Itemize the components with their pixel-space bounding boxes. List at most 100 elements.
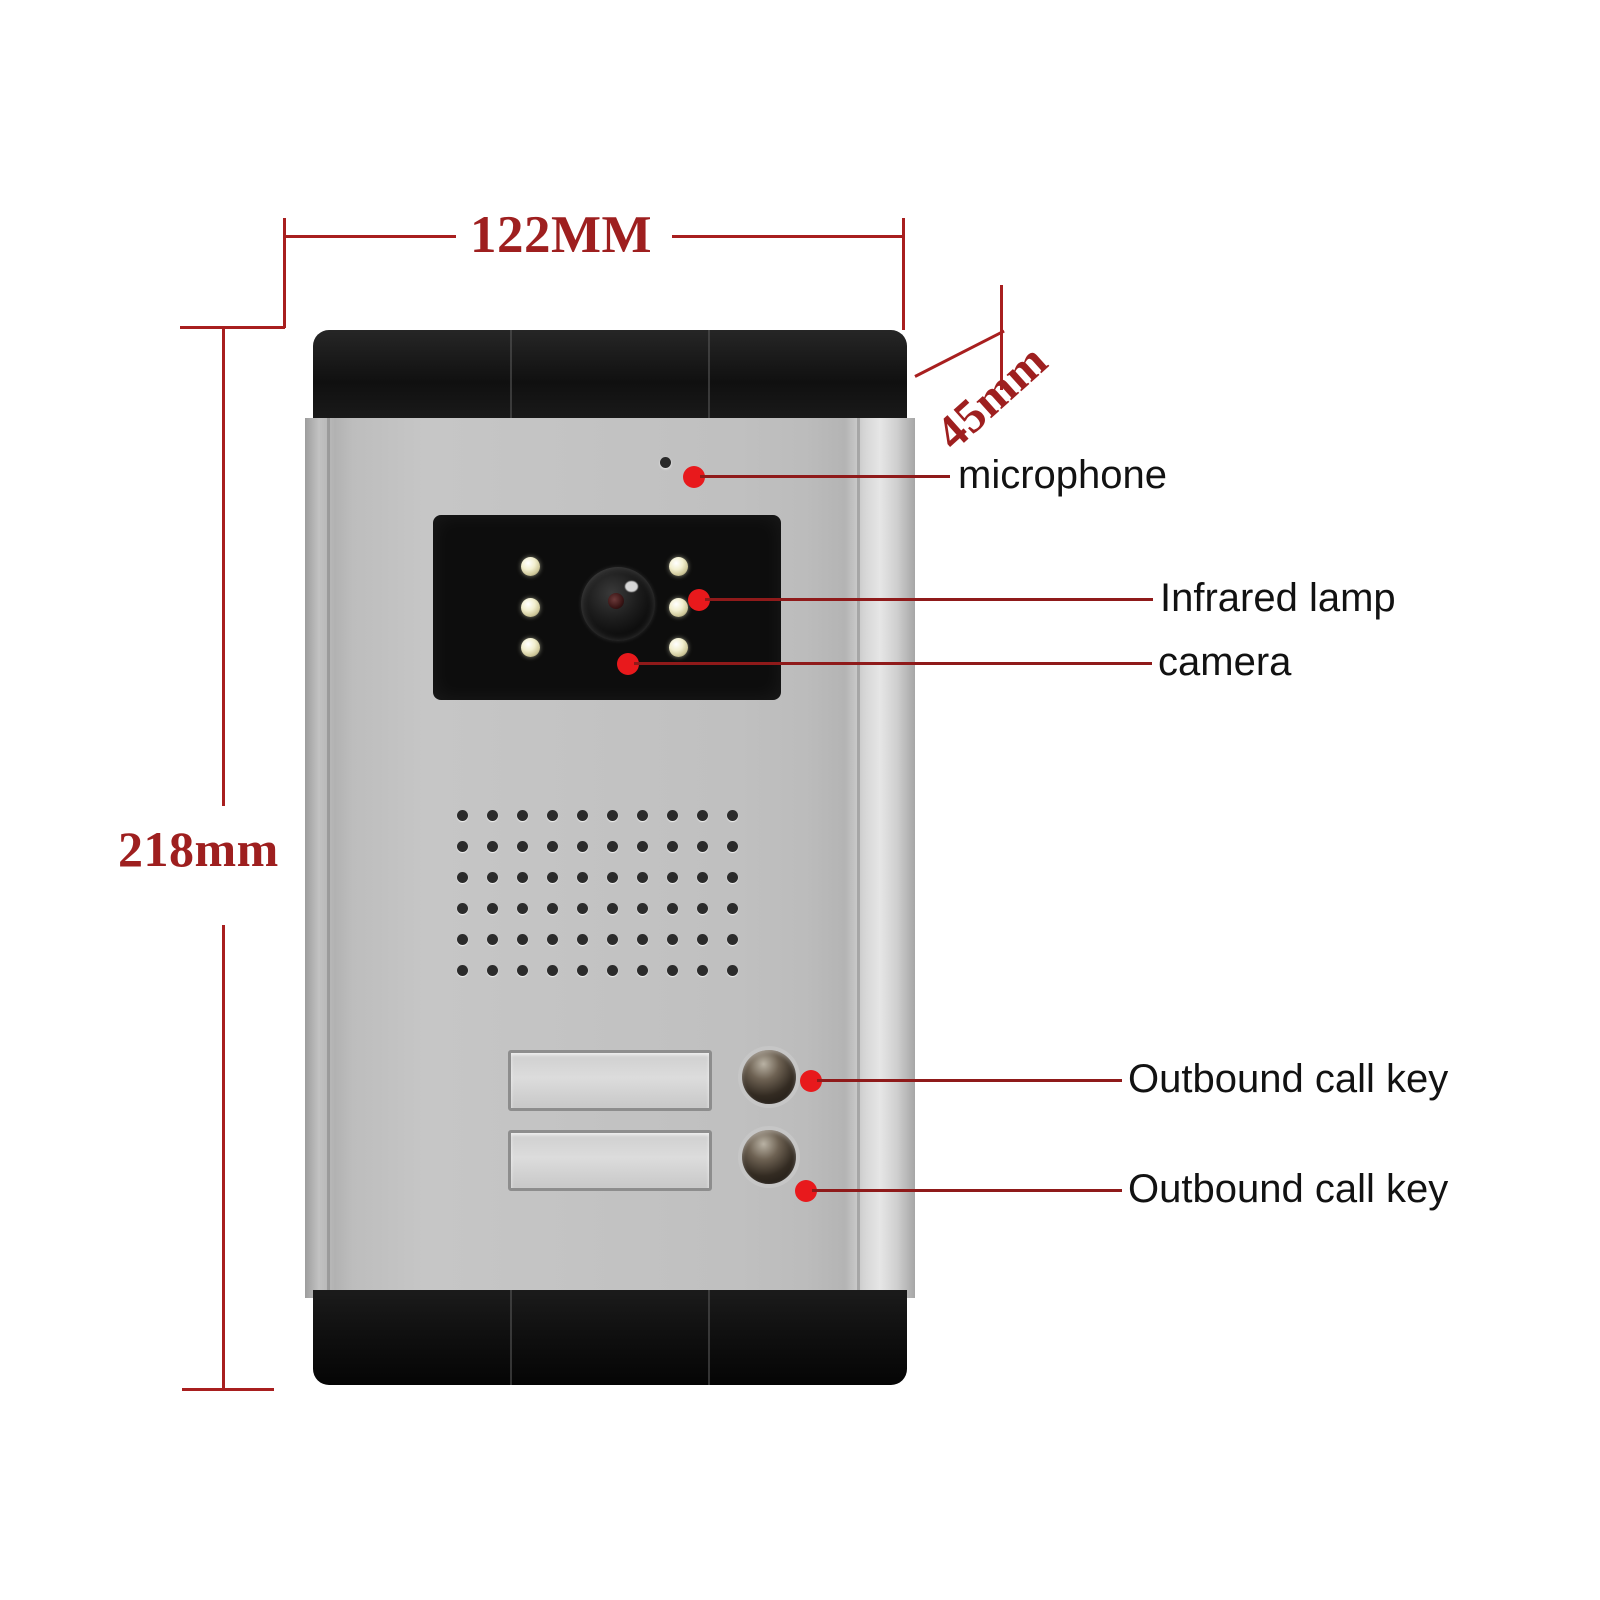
camera-marker-dot bbox=[617, 653, 639, 675]
infrared-led bbox=[668, 597, 688, 617]
grille-hole bbox=[487, 841, 498, 852]
infrared-lamp-cluster-left bbox=[517, 557, 543, 657]
grille-hole bbox=[577, 903, 588, 914]
infrared-lamp-marker-dot bbox=[688, 589, 710, 611]
height-dimension-line-upper bbox=[222, 326, 225, 806]
height-dimension-label: 218mm bbox=[118, 821, 279, 877]
grille-hole bbox=[727, 934, 738, 945]
grille-hole bbox=[637, 872, 648, 883]
outbound-call-key-2-leader-line bbox=[812, 1189, 1122, 1192]
panel-edge-left bbox=[327, 418, 330, 1298]
grille-hole bbox=[457, 903, 468, 914]
grille-hole bbox=[697, 934, 708, 945]
camera-lens bbox=[581, 567, 655, 641]
cap-segment bbox=[710, 330, 907, 425]
cap-segment bbox=[313, 330, 512, 425]
grille-hole bbox=[667, 903, 678, 914]
grille-hole bbox=[547, 934, 558, 945]
grille-hole bbox=[667, 841, 678, 852]
outbound-call-key-1-marker-dot bbox=[800, 1070, 822, 1092]
grille-hole bbox=[577, 965, 588, 976]
grille-hole bbox=[607, 903, 618, 914]
grille-hole bbox=[727, 810, 738, 821]
grille-hole bbox=[577, 810, 588, 821]
camera-panel bbox=[433, 515, 781, 700]
infrared-led bbox=[668, 557, 688, 576]
door-station-device bbox=[305, 330, 915, 1385]
width-dimension-label: 122MM bbox=[470, 206, 653, 264]
microphone-leader-line bbox=[700, 475, 950, 478]
grille-hole bbox=[457, 872, 468, 883]
depth-dimension-label: 45mm bbox=[925, 333, 1058, 461]
nameplate-window-1 bbox=[508, 1050, 712, 1111]
grille-hole bbox=[487, 872, 498, 883]
grille-hole bbox=[727, 872, 738, 883]
nameplate-window-2 bbox=[508, 1130, 712, 1191]
cap-segment bbox=[313, 1290, 512, 1385]
infrared-lamp-leader-line bbox=[705, 598, 1153, 601]
grille-hole bbox=[727, 965, 738, 976]
bottom-black-cap bbox=[313, 1290, 907, 1385]
grille-hole bbox=[457, 965, 468, 976]
grille-hole bbox=[727, 841, 738, 852]
grille-hole bbox=[517, 872, 528, 883]
grille-hole bbox=[577, 934, 588, 945]
camera-leader-line bbox=[634, 662, 1152, 665]
width-witness-line-left bbox=[283, 218, 286, 328]
outbound-call-button-1[interactable] bbox=[742, 1050, 796, 1104]
height-dimension-line-lower bbox=[222, 925, 225, 1390]
grille-hole bbox=[577, 841, 588, 852]
grille-hole bbox=[517, 903, 528, 914]
grille-hole bbox=[637, 841, 648, 852]
width-dimension-line-left bbox=[286, 235, 456, 238]
callout-label-outbound-call-key-2: Outbound call key bbox=[1128, 1167, 1449, 1211]
grille-hole bbox=[517, 810, 528, 821]
grille-hole bbox=[607, 965, 618, 976]
panel-edge-right bbox=[857, 418, 860, 1298]
height-terminator-bottom bbox=[182, 1388, 274, 1391]
outbound-call-button-2[interactable] bbox=[742, 1130, 796, 1184]
infrared-led bbox=[520, 638, 540, 657]
grille-hole bbox=[457, 934, 468, 945]
callout-label-outbound-call-key-1: Outbound call key bbox=[1128, 1057, 1449, 1101]
lens-highlight bbox=[625, 581, 638, 592]
grille-hole bbox=[697, 903, 708, 914]
speaker-grille bbox=[457, 810, 757, 996]
grille-hole bbox=[547, 903, 558, 914]
grille-hole bbox=[487, 934, 498, 945]
grille-hole bbox=[607, 934, 618, 945]
grille-hole bbox=[667, 872, 678, 883]
top-black-cap bbox=[313, 330, 907, 425]
callout-label-camera: camera bbox=[1158, 640, 1292, 684]
grille-hole bbox=[547, 841, 558, 852]
infrared-led bbox=[520, 557, 540, 576]
outbound-call-key-1-leader-line bbox=[817, 1079, 1122, 1082]
grille-hole bbox=[547, 810, 558, 821]
grille-hole bbox=[637, 810, 648, 821]
microphone-marker-dot bbox=[683, 466, 705, 488]
grille-hole bbox=[607, 872, 618, 883]
grille-hole bbox=[697, 810, 708, 821]
grille-hole bbox=[487, 810, 498, 821]
grille-hole bbox=[637, 965, 648, 976]
infrared-led bbox=[520, 597, 540, 617]
grille-hole bbox=[517, 965, 528, 976]
grille-hole bbox=[457, 841, 468, 852]
grille-hole bbox=[697, 965, 708, 976]
depth-witness-line bbox=[1000, 285, 1003, 390]
grille-hole bbox=[637, 934, 648, 945]
grille-hole bbox=[487, 965, 498, 976]
grille-hole bbox=[577, 872, 588, 883]
grille-hole bbox=[517, 841, 528, 852]
grille-hole bbox=[697, 872, 708, 883]
grille-hole bbox=[637, 903, 648, 914]
width-witness-line-right bbox=[902, 218, 905, 330]
infrared-lamp-cluster-right bbox=[665, 557, 691, 657]
grille-hole bbox=[727, 903, 738, 914]
grille-hole bbox=[517, 934, 528, 945]
grille-hole bbox=[607, 841, 618, 852]
width-step-line-left bbox=[180, 326, 285, 329]
grille-hole bbox=[697, 841, 708, 852]
cap-segment bbox=[512, 1290, 711, 1385]
